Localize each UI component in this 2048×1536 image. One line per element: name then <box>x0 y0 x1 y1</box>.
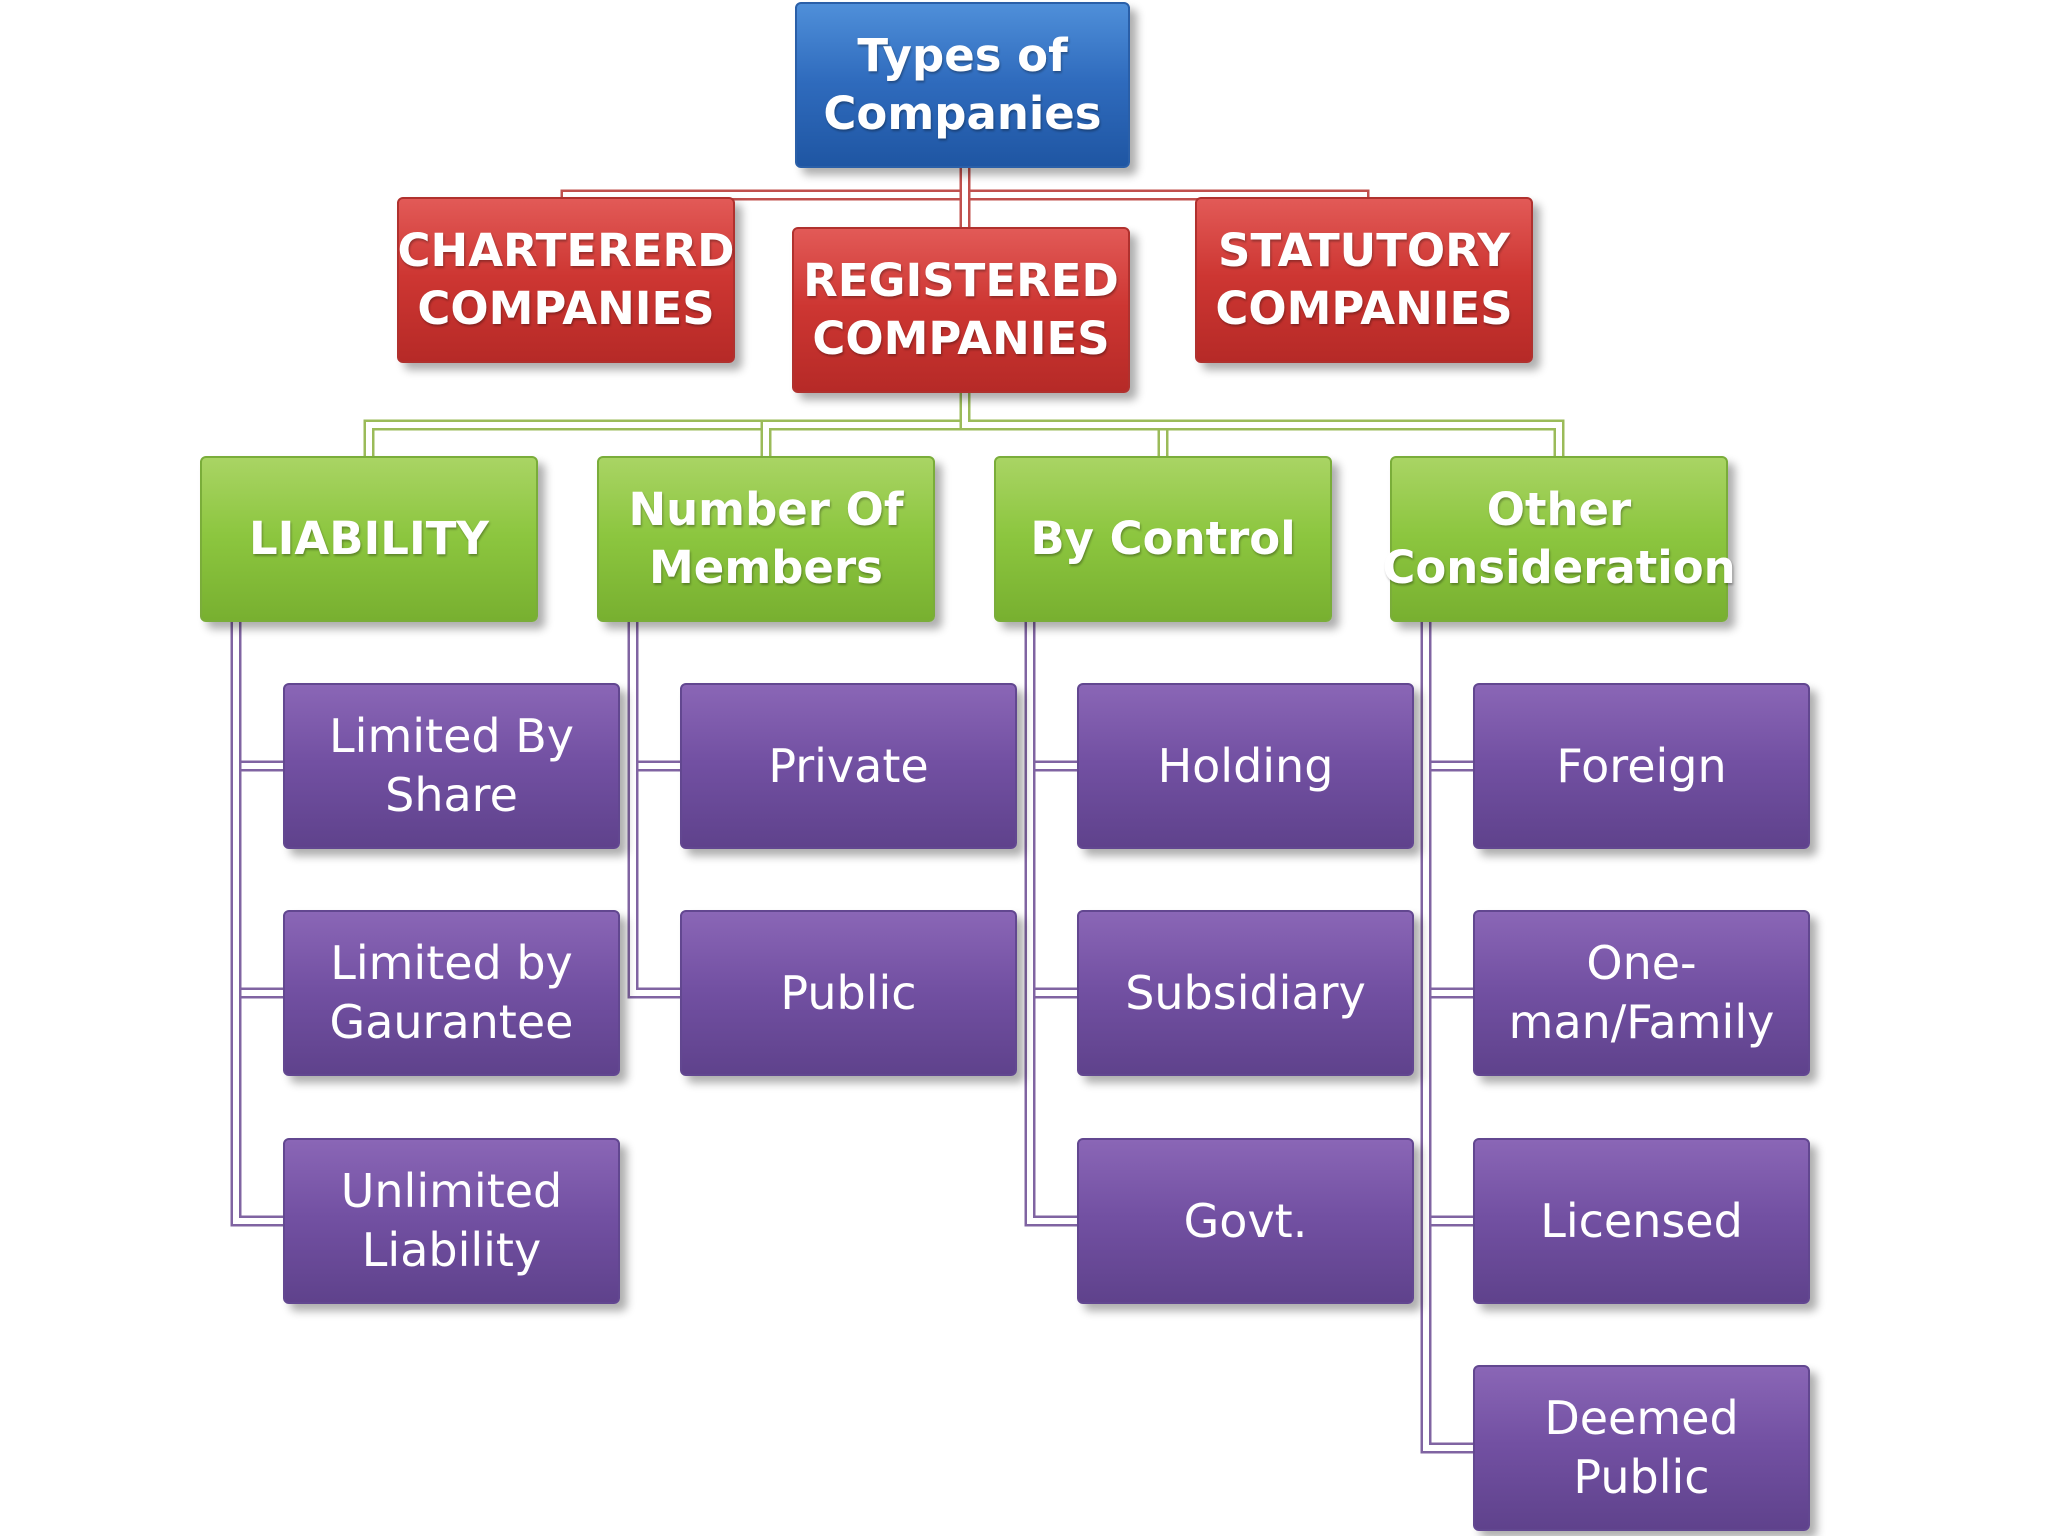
connector-category-1-leaf-0 <box>630 622 680 769</box>
leaf-public: Public <box>680 910 1017 1076</box>
connector-category-2-leaf-2-outline <box>1024 622 1077 1227</box>
connector-category-3-leaf-2 <box>1423 622 1473 1224</box>
connector-category-2-leaf-2 <box>1027 622 1077 1224</box>
connector-category-1-leaf-0-outline <box>627 622 680 772</box>
leaf-limited-by-gaurantee: Limited by Gaurantee <box>283 910 620 1076</box>
leaf-private: Private <box>680 683 1017 849</box>
connector-category-0-leaf-1-outline <box>230 622 283 999</box>
leaf-govt: Govt. <box>1077 1138 1414 1304</box>
leaf-unlimited-liability: Unlimited Liability <box>283 1138 620 1304</box>
leaf-label: Private <box>768 738 929 793</box>
leaf-foreign: Foreign <box>1473 683 1810 849</box>
leaf-limited-by-share: Limited By Share <box>283 683 620 849</box>
node-registered-companies: REGISTERED COMPANIES <box>792 227 1130 393</box>
category-label: Number Of Members <box>628 483 904 594</box>
connector-category-0-leaf-0-outline <box>230 622 283 772</box>
connector-category-2-leaf-0 <box>1027 622 1077 769</box>
category-connectors <box>230 622 1473 1454</box>
leaf-label: One- man/Family <box>1508 936 1775 1049</box>
leaf-label: Public <box>780 965 917 1020</box>
connector-registered-members <box>763 393 968 456</box>
connector-category-2-leaf-1-outline <box>1024 622 1077 999</box>
leaf-licensed: Licensed <box>1473 1138 1810 1304</box>
connector-root-chartered <box>563 168 968 198</box>
connector-category-0-leaf-2-outline <box>230 622 283 1227</box>
connector-category-0-leaf-0 <box>233 622 283 769</box>
category-by-control: By Control <box>994 456 1332 622</box>
leaf-subsidiary: Subsidiary <box>1077 910 1414 1076</box>
connector-category-2-leaf-0-outline <box>1024 622 1077 772</box>
leaf-label: Holding <box>1157 738 1334 793</box>
leaf-label: Subsidiary <box>1125 965 1366 1020</box>
connector-category-3-leaf-0-outline <box>1420 622 1473 772</box>
root-label: Types of Companies <box>823 29 1102 140</box>
leaf-one-man-family: One- man/Family <box>1473 910 1810 1076</box>
connector-category-3-leaf-0 <box>1423 622 1473 769</box>
root-connectors <box>560 168 1370 227</box>
leaf-label: Foreign <box>1556 738 1727 793</box>
leaf-label: Licensed <box>1540 1193 1743 1248</box>
registered-connectors <box>363 393 1565 456</box>
connector-category-3-leaf-1 <box>1423 622 1473 996</box>
connector-category-3-leaf-2-outline <box>1420 622 1473 1227</box>
leaf-label: Deemed Public <box>1544 1391 1739 1504</box>
category-other-consideration: Other Consideration <box>1382 456 1736 622</box>
connector-registered-other <box>962 393 1562 456</box>
category-label: By Control <box>1030 512 1296 566</box>
connector-root-statutory <box>962 168 1367 198</box>
node-label: REGISTERED COMPANIES <box>803 254 1119 365</box>
connector-category-1-leaf-1-outline <box>627 622 680 999</box>
connector-category-3-leaf-3 <box>1423 622 1473 1451</box>
connector-category-3-leaf-1-outline <box>1420 622 1473 999</box>
leaf-deemed-public: Deemed Public <box>1473 1365 1810 1531</box>
leaf-holding: Holding <box>1077 683 1414 849</box>
leaf-label: Limited By Share <box>329 709 574 822</box>
category-label: LIABILITY <box>249 512 489 566</box>
node-label: STATUTORY COMPANIES <box>1215 224 1513 335</box>
category-number-of-members: Number Of Members <box>597 456 935 622</box>
node-statutory-companies: STATUTORY COMPANIES <box>1195 197 1533 363</box>
category-liability: LIABILITY <box>200 456 538 622</box>
connector-category-3-leaf-3-outline <box>1420 622 1473 1454</box>
leaf-label: Limited by Gaurantee <box>329 936 574 1049</box>
category-label: Other Consideration <box>1382 483 1736 594</box>
node-chartered-companies: CHARTERERD COMPANIES <box>397 197 735 363</box>
connector-category-2-leaf-1 <box>1027 622 1077 996</box>
node-label: CHARTERERD COMPANIES <box>397 224 735 335</box>
root-node-types-of-companies: Types of Companies <box>795 2 1130 168</box>
leaf-label: Govt. <box>1183 1193 1308 1248</box>
connector-category-0-leaf-2 <box>233 622 283 1224</box>
connector-category-1-leaf-1 <box>630 622 680 996</box>
leaf-label: Unlimited Liability <box>340 1164 563 1277</box>
connector-category-0-leaf-1 <box>233 622 283 996</box>
